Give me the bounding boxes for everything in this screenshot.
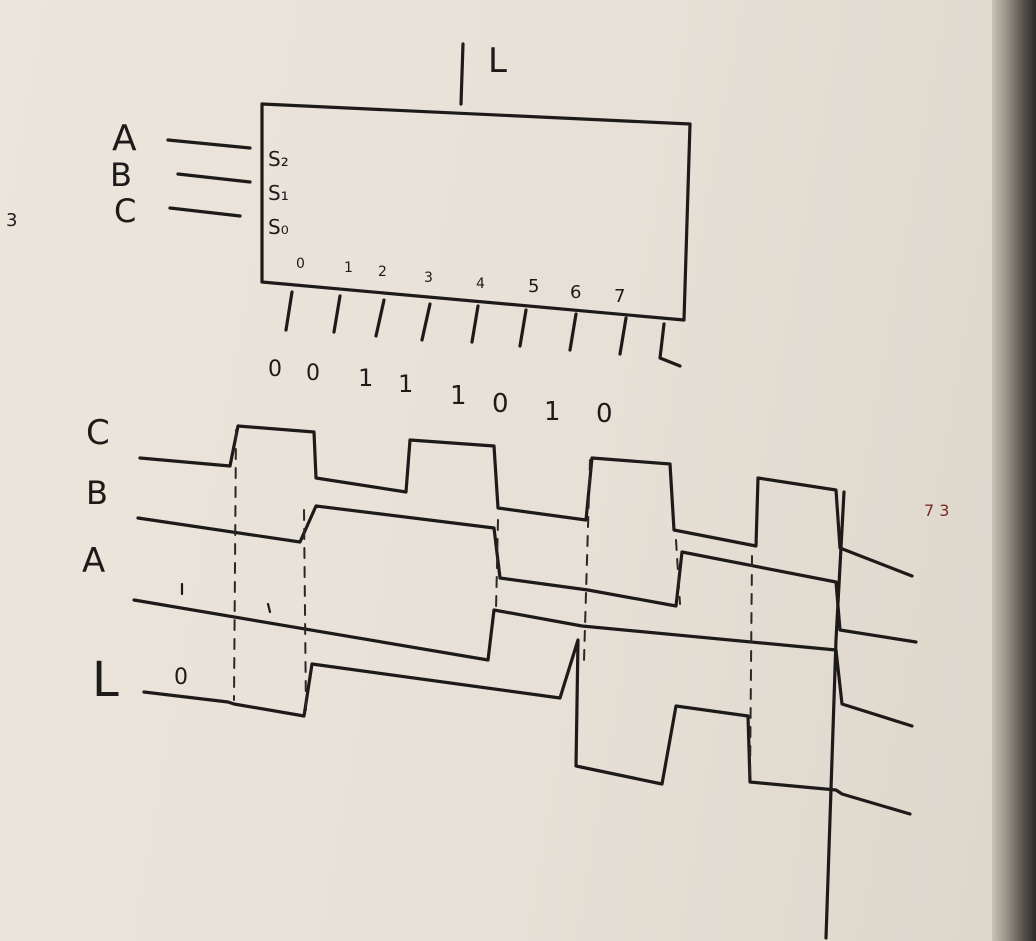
guide-line-3 — [495, 519, 499, 611]
input-label-b: B — [110, 156, 132, 194]
margin-note-right: 7 3 — [924, 501, 949, 520]
waveform-label-c: C — [86, 413, 110, 453]
input-line-a — [166, 138, 252, 150]
data-lead-5 — [518, 308, 528, 348]
input-line-b — [176, 172, 252, 184]
guide-line-4 — [583, 459, 591, 661]
data-input-index-1: 1 — [344, 260, 353, 276]
data-input-index-7: 7 — [614, 286, 625, 307]
data-lead-4 — [470, 304, 480, 344]
data-input-value-3: 1 — [398, 370, 413, 398]
data-input-value-2: 1 — [358, 364, 373, 392]
data-lead-2 — [374, 298, 386, 338]
waveform-label-l: L — [92, 652, 119, 708]
data-input-value-4: 1 — [450, 381, 467, 411]
data-lead-0 — [284, 290, 294, 332]
tick-mark-b — [266, 602, 272, 614]
waveform-label-a: A — [82, 541, 105, 581]
guide-line-6 — [749, 555, 753, 781]
whiteboard-frame-edge — [992, 0, 1036, 941]
waveform-label-b: B — [86, 474, 108, 512]
data-lead-6 — [568, 312, 578, 352]
waveform-l — [142, 638, 912, 816]
guide-line-1 — [233, 429, 237, 701]
waveform-c — [138, 424, 914, 578]
mux-output-line — [459, 42, 465, 106]
margin-note-left: 3 — [6, 210, 17, 231]
input-label-c: C — [114, 192, 136, 230]
data-input-index-5: 5 — [528, 276, 539, 297]
mux-block — [260, 102, 692, 322]
data-input-index-0: 0 — [296, 256, 305, 272]
data-lead-1 — [332, 294, 342, 334]
input-line-c — [168, 206, 242, 218]
data-input-value-5: 0 — [492, 389, 509, 419]
input-label-a: A — [112, 118, 137, 159]
data-lead-3 — [420, 302, 432, 342]
waveform-l-initial-value: 0 — [174, 665, 188, 690]
data-input-index-2: 2 — [378, 264, 387, 280]
right-vertical-guide — [824, 490, 846, 940]
data-input-leads — [284, 290, 682, 368]
data-input-value-6: 1 — [544, 397, 561, 427]
data-input-index-4: 4 — [476, 276, 485, 292]
data-input-values: 0 0 1 1 1 0 1 0 — [268, 357, 613, 429]
data-input-value-0: 0 — [268, 357, 282, 382]
guide-line-2 — [303, 509, 307, 713]
select-label-s2: S₂ — [268, 147, 289, 171]
data-input-value-7: 0 — [596, 399, 613, 429]
data-input-value-1: 0 — [306, 361, 320, 386]
data-input-index-6: 6 — [570, 282, 581, 303]
data-lead-extra — [658, 322, 682, 368]
waveform-a — [132, 598, 914, 728]
data-input-index-group: 0 1 2 3 4 5 6 7 — [296, 256, 625, 307]
guide-line-5 — [675, 539, 681, 605]
select-label-s0: S₀ — [268, 215, 289, 239]
data-input-index-3: 3 — [424, 270, 433, 286]
data-lead-7 — [618, 316, 628, 356]
select-label-s1: S₁ — [268, 181, 289, 205]
mux-output-label: L — [488, 41, 507, 81]
